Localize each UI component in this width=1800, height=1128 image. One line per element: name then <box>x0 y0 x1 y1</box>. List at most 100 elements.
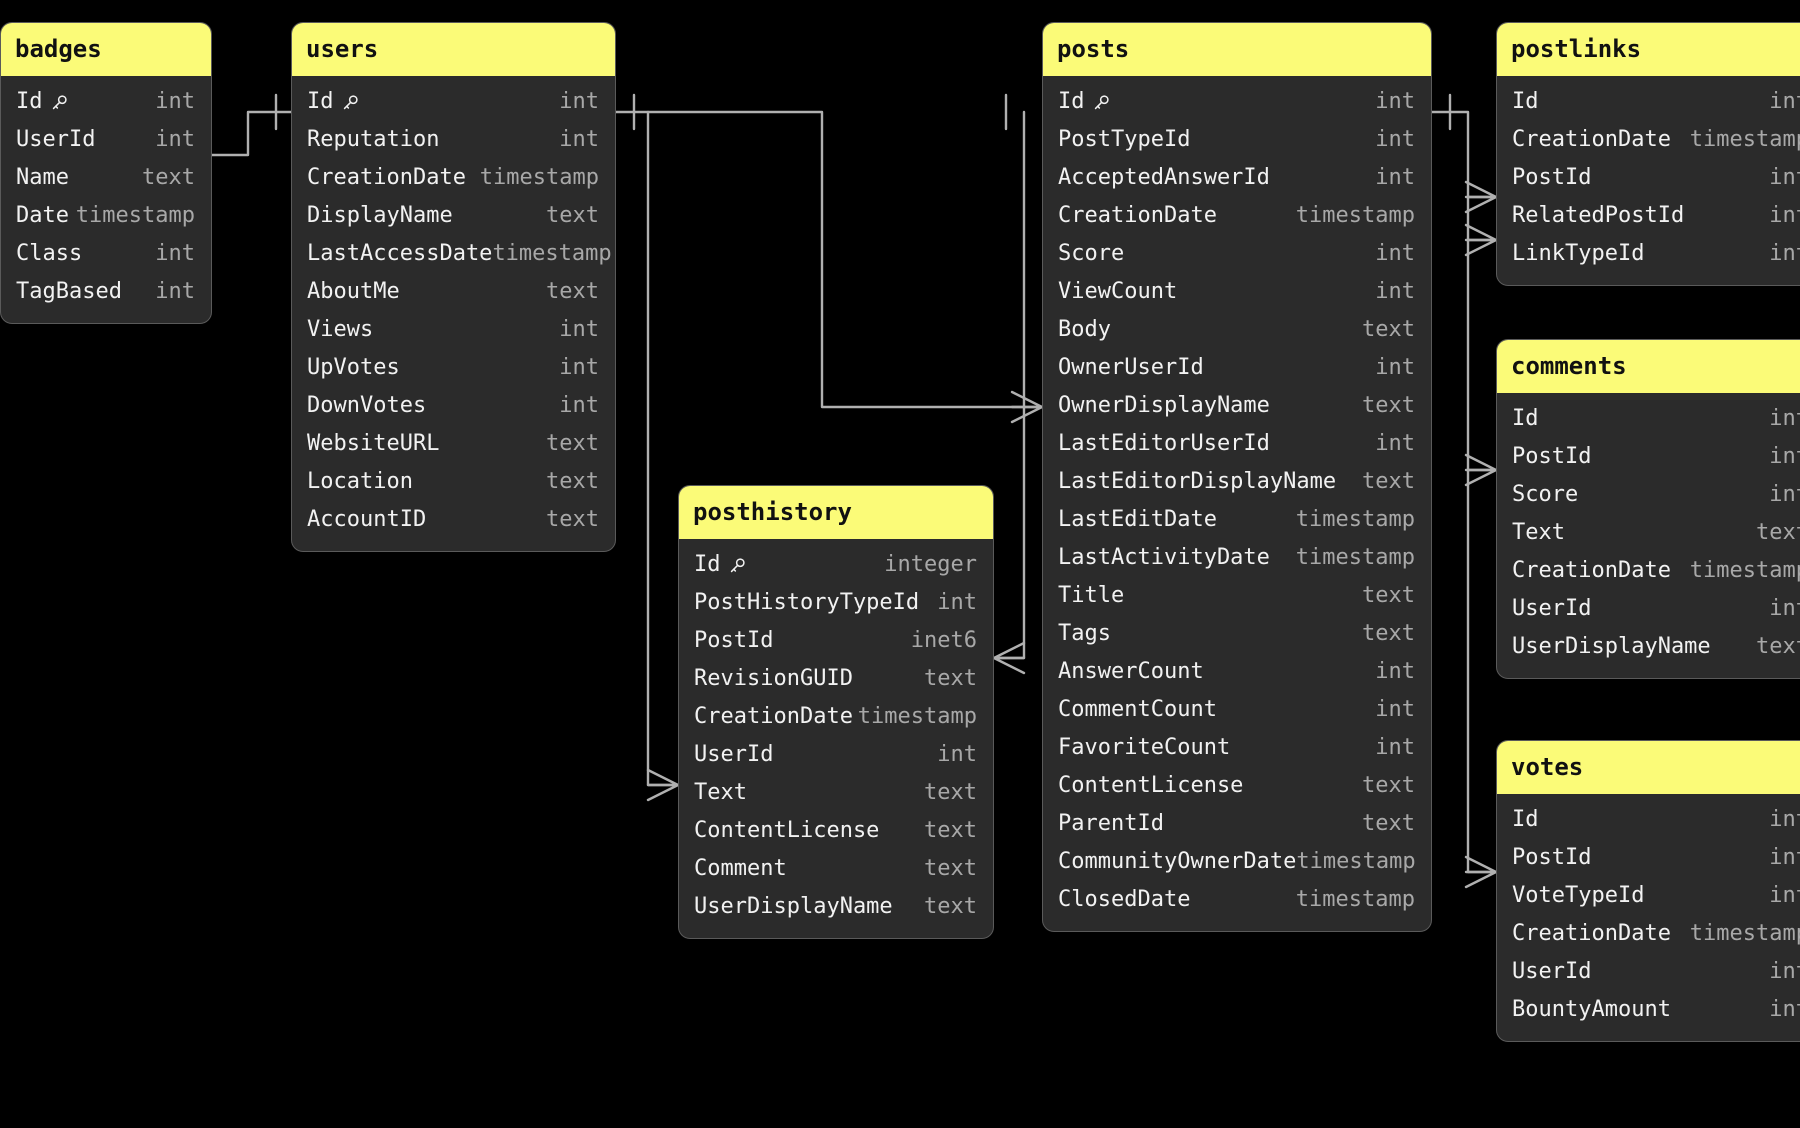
column-name-wrap: CreationDate <box>307 165 466 191</box>
column-type: int <box>1769 482 1800 507</box>
column-row[interactable]: PostIdint <box>1497 839 1800 877</box>
column-row[interactable]: RelatedPostIdint <box>1497 197 1800 235</box>
column-name: RelatedPostId <box>1512 203 1685 228</box>
column-row[interactable]: PostIdint <box>1497 438 1800 476</box>
column-name: UserId <box>1512 596 1592 621</box>
table-postlinks[interactable]: postlinksIdintCreationDatetimestampPostI… <box>1496 22 1800 286</box>
column-row[interactable]: BountyAmountint <box>1497 991 1800 1029</box>
table-comments[interactable]: commentsIdintPostIdintScore intTexttextCr… <box>1496 339 1800 679</box>
table-header-votes[interactable]: votes <box>1497 741 1800 794</box>
column-type: int <box>1769 807 1800 832</box>
column-name: Score <box>1512 482 1579 507</box>
column-type: int <box>1375 355 1415 380</box>
crow-posts-owneruserid <box>1010 390 1044 424</box>
table-header-posthistory[interactable]: posthistory <box>679 486 993 539</box>
column-name-wrap: Id <box>16 89 69 115</box>
column-type: text <box>1362 317 1415 342</box>
table-header-posts[interactable]: posts <box>1043 23 1431 76</box>
column-name-wrap: PostId <box>694 628 773 654</box>
column-name: VoteTypeId <box>1512 883 1645 908</box>
table-votes[interactable]: votesIdintPostIdintVoteTypeIdintCreation… <box>1496 740 1800 1042</box>
table-header-badges[interactable]: badges <box>1 23 211 76</box>
column-row[interactable]: LinkTypeIdint <box>1497 235 1800 273</box>
table-header-comments[interactable]: comments <box>1497 340 1800 393</box>
column-name-wrap: AcceptedAnswerId <box>1058 165 1270 191</box>
table-header-users[interactable]: users <box>292 23 615 76</box>
table-header-postlinks[interactable]: postlinks <box>1497 23 1800 76</box>
column-row[interactable]: PostIdint <box>1497 159 1800 197</box>
column-name-wrap: PostId <box>1512 165 1591 191</box>
column-row[interactable]: Score int <box>1497 476 1800 514</box>
column-name: LastActivityDate <box>1058 545 1270 570</box>
column-name-wrap: ViewCount <box>1058 279 1177 305</box>
column-row[interactable]: VoteTypeIdint <box>1497 877 1800 915</box>
column-name: Id <box>1058 89 1085 114</box>
